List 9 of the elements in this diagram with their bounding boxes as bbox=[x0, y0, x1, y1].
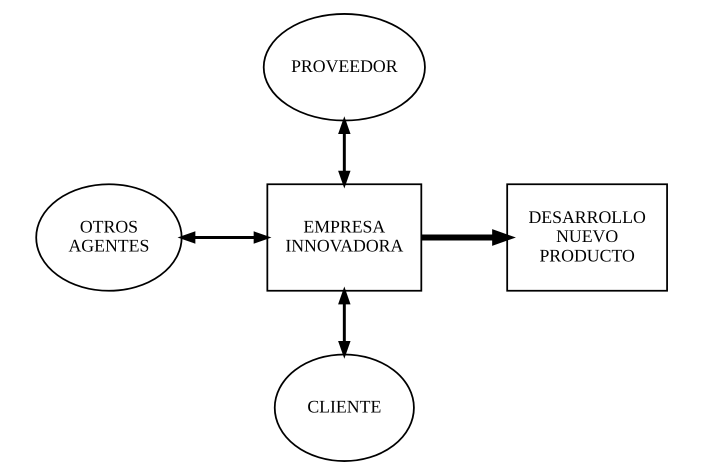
node-ellipse: OTROS AGENTES bbox=[35, 183, 183, 292]
arrow bbox=[338, 116, 351, 189]
node-box: DESARROLLO NUEVO PRODUCTO bbox=[506, 183, 668, 292]
node-box: EMPRESA INNOVADORA bbox=[266, 183, 422, 292]
arrow bbox=[178, 231, 272, 244]
node-ellipse: CLIENTE bbox=[274, 354, 415, 462]
node-ellipse: PROVEEDOR bbox=[262, 13, 426, 122]
arrow bbox=[422, 229, 516, 246]
arrow bbox=[338, 286, 351, 359]
